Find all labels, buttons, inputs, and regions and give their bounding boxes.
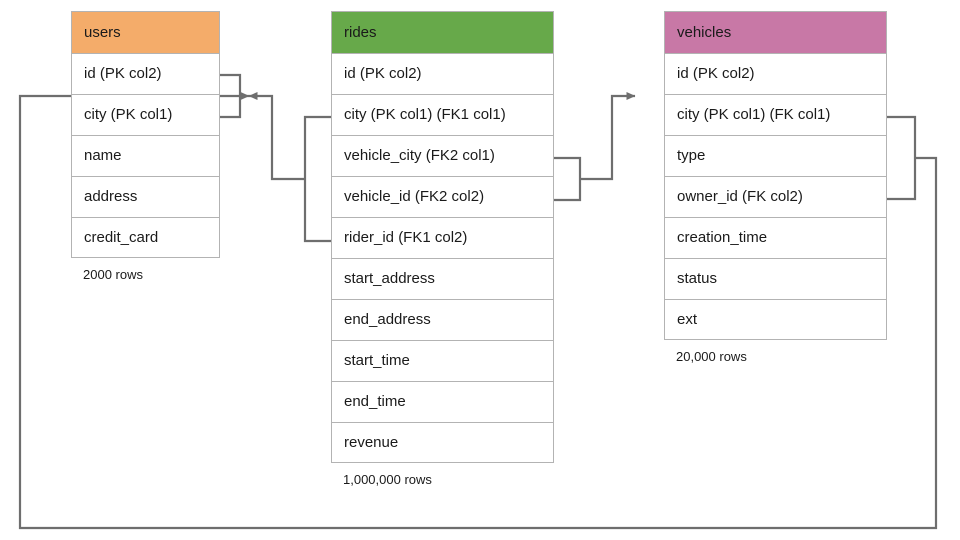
table-rides-column-start-time[interactable]: start_time <box>331 340 554 381</box>
column-label: rider_id (FK1 col2) <box>344 229 468 246</box>
table-rides-column-vehicle-city[interactable]: vehicle_city (FK2 col1) <box>331 135 554 176</box>
table-rides-header: rides <box>331 11 554 53</box>
table-vehicles-column-id[interactable]: id (PK col2) <box>664 53 887 94</box>
column-label: name <box>84 147 122 164</box>
connector-rides-fk1-to-users <box>220 73 331 243</box>
table-users[interactable]: users id (PK col2) city (PK col1) name a… <box>71 11 220 282</box>
column-label: vehicle_id (FK2 col2) <box>344 188 485 205</box>
table-users-column-credit-card[interactable]: credit_card <box>71 217 220 258</box>
column-label: owner_id (FK col2) <box>677 188 803 205</box>
table-rides-title: rides <box>344 24 377 41</box>
column-label: status <box>677 270 718 287</box>
table-rides-column-city[interactable]: city (PK col1) (FK1 col1) <box>331 94 554 135</box>
table-vehicles-column-status[interactable]: status <box>664 258 887 299</box>
column-label: start_address <box>344 270 435 287</box>
column-label: id (PK col2) <box>677 65 755 82</box>
table-rides-column-vehicle-id[interactable]: vehicle_id (FK2 col2) <box>331 176 554 217</box>
column-label: city (PK col1) (FK1 col1) <box>344 106 506 123</box>
table-rides-column-revenue[interactable]: revenue <box>331 422 554 463</box>
table-rides[interactable]: rides id (PK col2) city (PK col1) (FK1 c… <box>331 11 554 487</box>
table-vehicles-column-type[interactable]: type <box>664 135 887 176</box>
table-vehicles-column-ext[interactable]: ext <box>664 299 887 340</box>
column-label: start_time <box>344 352 410 369</box>
column-label: id (PK col2) <box>84 65 162 82</box>
column-label: city (PK col1) (FK col1) <box>677 106 831 123</box>
table-rides-rowcount: 1,000,000 rows <box>343 472 432 487</box>
table-rides-column-rider-id[interactable]: rider_id (FK1 col2) <box>331 217 554 258</box>
column-label: revenue <box>344 434 399 451</box>
column-label: credit_card <box>84 229 159 246</box>
table-vehicles-title: vehicles <box>677 24 732 41</box>
table-rides-column-id[interactable]: id (PK col2) <box>331 53 554 94</box>
column-label: type <box>677 147 706 164</box>
table-users-rowcount: 2000 rows <box>83 267 143 282</box>
column-label: creation_time <box>677 229 768 246</box>
table-users-column-id[interactable]: id (PK col2) <box>71 53 220 94</box>
table-vehicles-rowcount: 20,000 rows <box>676 349 747 364</box>
table-vehicles-column-creation-time[interactable]: creation_time <box>664 217 887 258</box>
table-users-header: users <box>71 11 220 53</box>
column-label: id (PK col2) <box>344 65 422 82</box>
table-users-title: users <box>84 24 121 41</box>
table-users-column-address[interactable]: address <box>71 176 220 217</box>
column-label: vehicle_city (FK2 col1) <box>344 147 495 164</box>
table-rides-column-end-address[interactable]: end_address <box>331 299 554 340</box>
column-label: address <box>84 188 138 205</box>
table-users-column-city[interactable]: city (PK col1) <box>71 94 220 135</box>
table-users-column-name[interactable]: name <box>71 135 220 176</box>
table-vehicles-column-city[interactable]: city (PK col1) (FK col1) <box>664 94 887 135</box>
table-rides-column-start-address[interactable]: start_address <box>331 258 554 299</box>
column-label: end_time <box>344 393 406 410</box>
column-label: city (PK col1) <box>84 106 173 123</box>
table-rides-column-end-time[interactable]: end_time <box>331 381 554 422</box>
table-vehicles-header: vehicles <box>664 11 887 53</box>
column-label: ext <box>677 311 698 328</box>
table-vehicles[interactable]: vehicles id (PK col2) city (PK col1) (FK… <box>664 11 887 364</box>
table-vehicles-column-owner-id[interactable]: owner_id (FK col2) <box>664 176 887 217</box>
column-label: end_address <box>344 311 431 328</box>
